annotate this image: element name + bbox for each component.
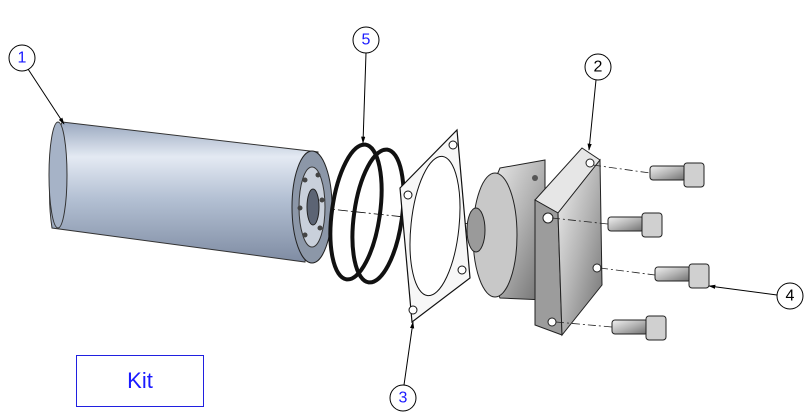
gasket (399, 128, 471, 324)
balloon-3: 3 (389, 384, 417, 412)
balloon-2: 2 (584, 53, 612, 81)
bolt (654, 263, 710, 289)
balloon-number: 2 (594, 59, 603, 76)
balloon-number: 5 (362, 32, 371, 49)
balloon-number: 1 (18, 50, 27, 67)
bolt (611, 315, 667, 341)
leader-lines (27, 52, 778, 386)
balloon-number: 4 (786, 288, 795, 305)
balloon-1: 1 (8, 44, 36, 72)
kit-label-box: Kit (76, 355, 204, 407)
balloon-number: 3 (399, 390, 408, 407)
balloon-4: 4 (776, 282, 804, 310)
bolt (649, 162, 705, 188)
bolt (607, 212, 663, 238)
o-rings (328, 142, 406, 285)
filter-element (48, 121, 333, 264)
filter-head (466, 147, 603, 337)
balloon-5: 5 (352, 26, 380, 54)
bolts (551, 162, 710, 341)
